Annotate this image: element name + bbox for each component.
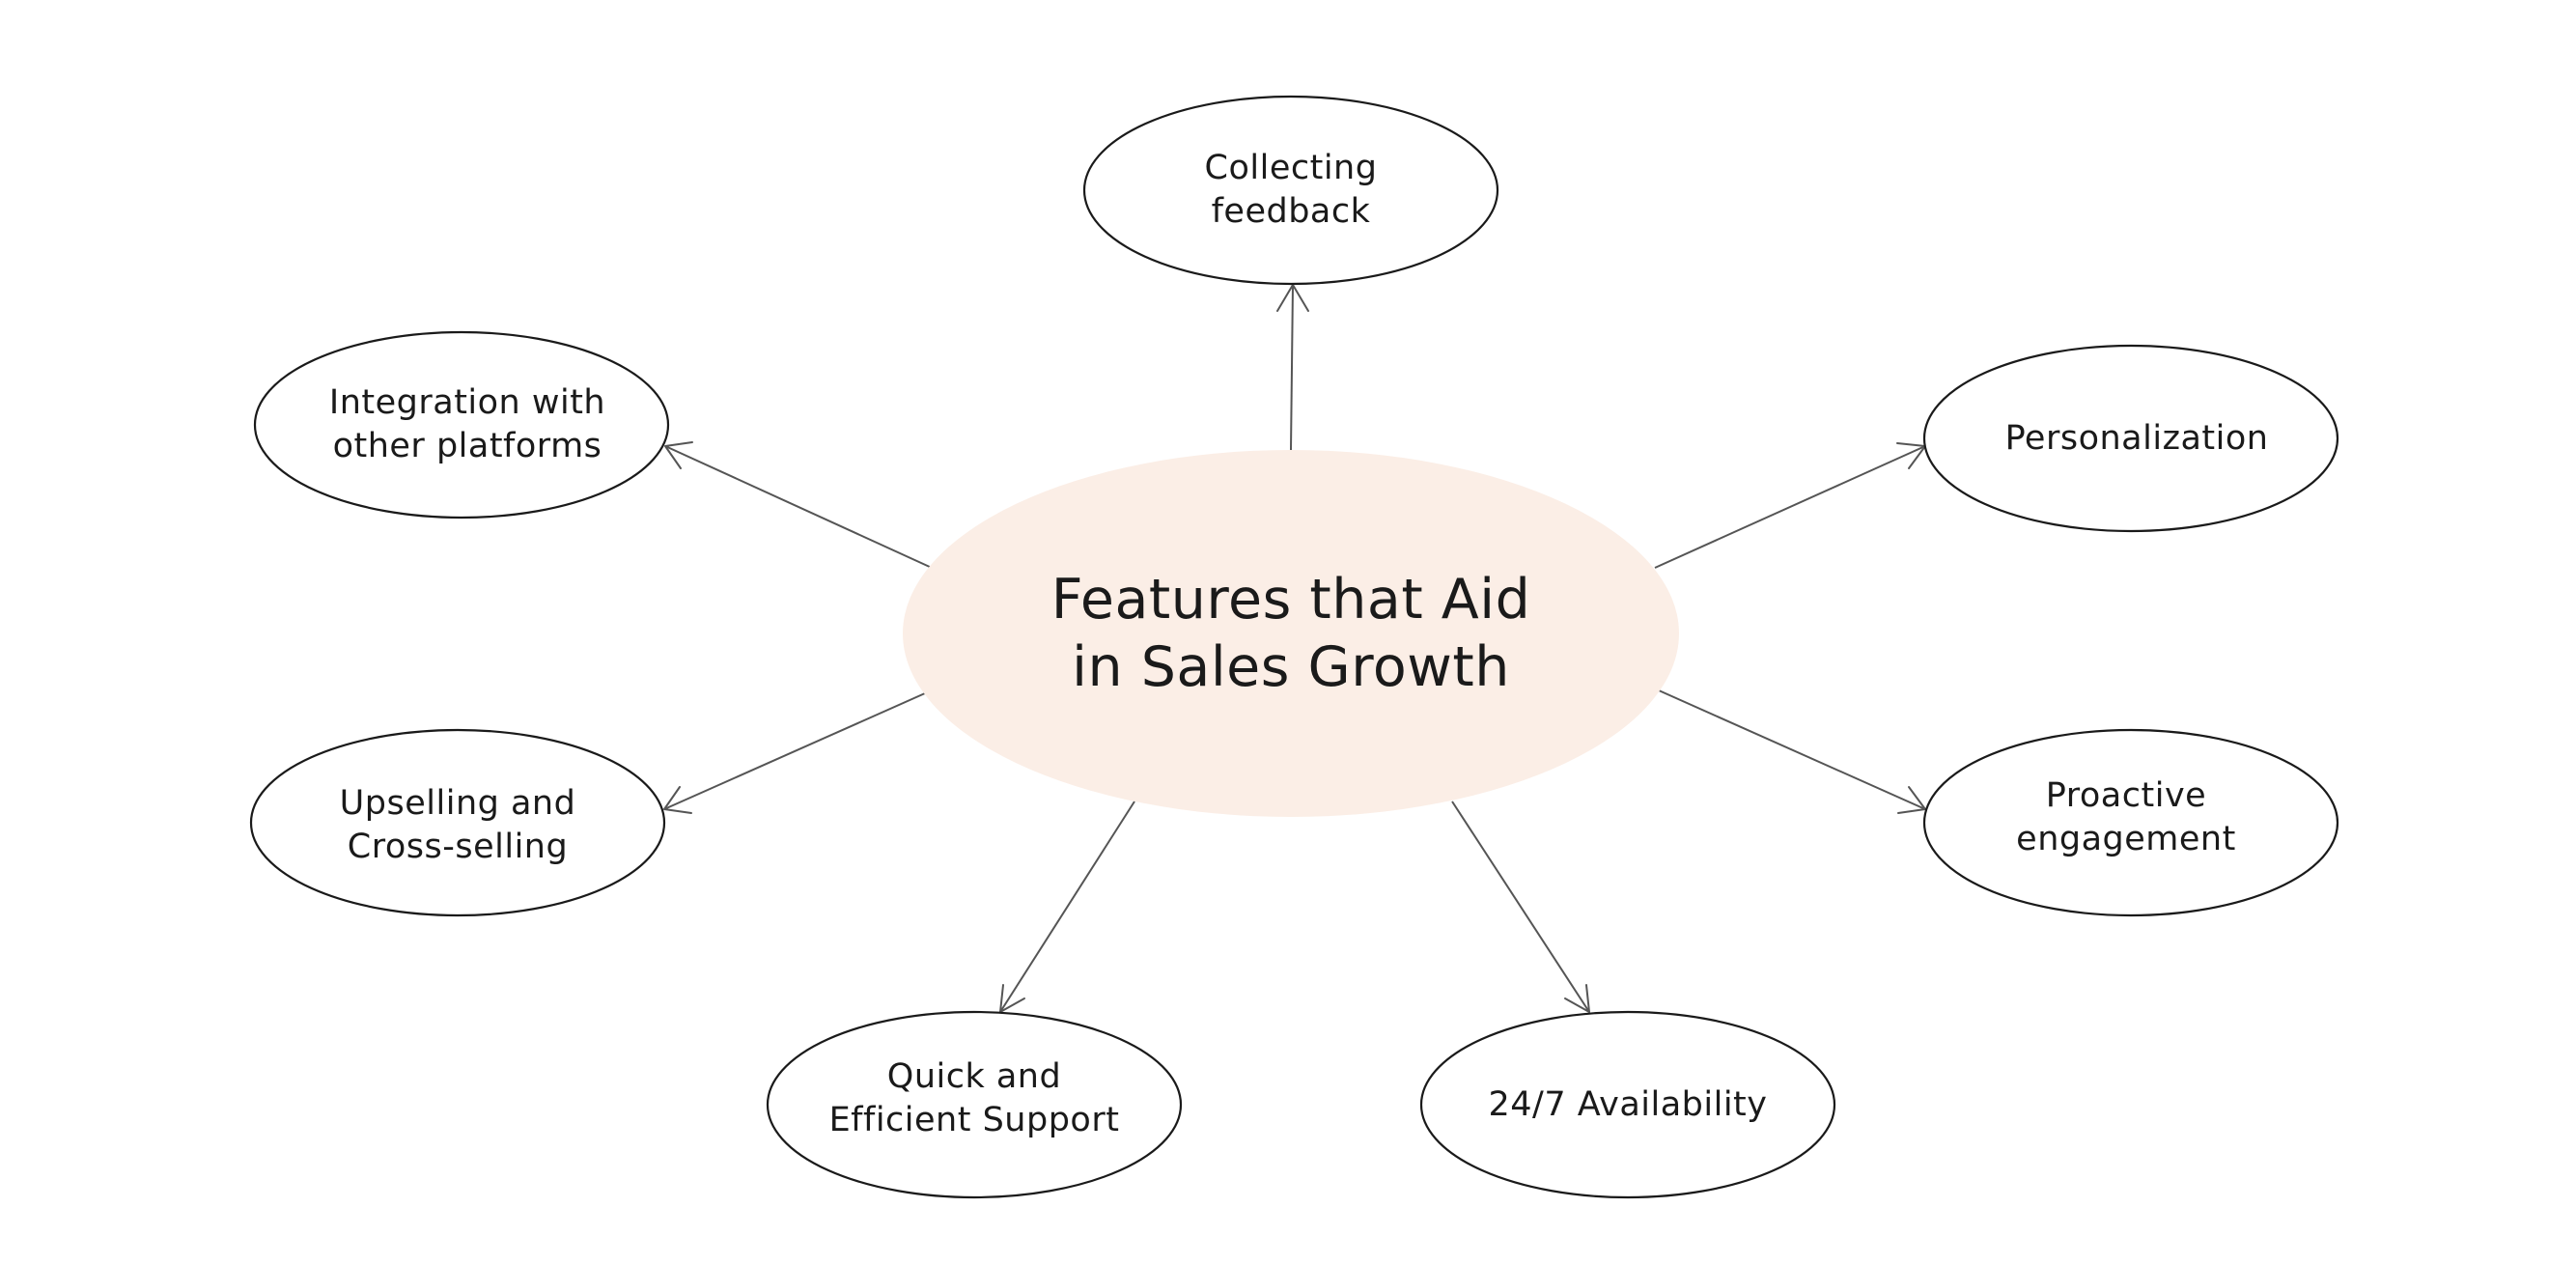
label-collecting-feedback: Collecting feedback xyxy=(1204,149,1378,231)
node-upselling xyxy=(249,728,666,917)
label-availability: 24/7 Availability xyxy=(1488,1084,1768,1124)
node-availability xyxy=(1419,1010,1836,1199)
edge-availability xyxy=(1451,801,1590,1013)
nodes xyxy=(249,95,2339,1199)
connectors xyxy=(663,284,1926,1013)
label-personalization: Personalization xyxy=(2004,418,2269,458)
edge-personalization xyxy=(1654,442,1926,569)
edge-collecting-feedback xyxy=(1276,284,1309,451)
node-collecting-feedback xyxy=(1082,95,1499,286)
label-upselling: Upselling and Cross-selling xyxy=(339,784,576,866)
edge-upselling xyxy=(663,692,926,814)
label-proactive: Proactive engagement xyxy=(2016,776,2236,858)
center-title: Features that Aid in Sales Growth xyxy=(1050,568,1531,699)
node-integration xyxy=(253,330,670,520)
label-integration: Integration with other platforms xyxy=(328,383,606,465)
center-node xyxy=(903,450,1679,817)
label-quick-support: Quick and Efficient Support xyxy=(828,1057,1120,1139)
edge-integration xyxy=(664,441,933,569)
node-personalization xyxy=(1922,344,2339,533)
edge-proactive xyxy=(1658,689,1926,814)
node-proactive xyxy=(1922,728,2339,917)
node-quick-support xyxy=(766,1010,1183,1199)
edge-quick-support xyxy=(999,801,1135,1013)
